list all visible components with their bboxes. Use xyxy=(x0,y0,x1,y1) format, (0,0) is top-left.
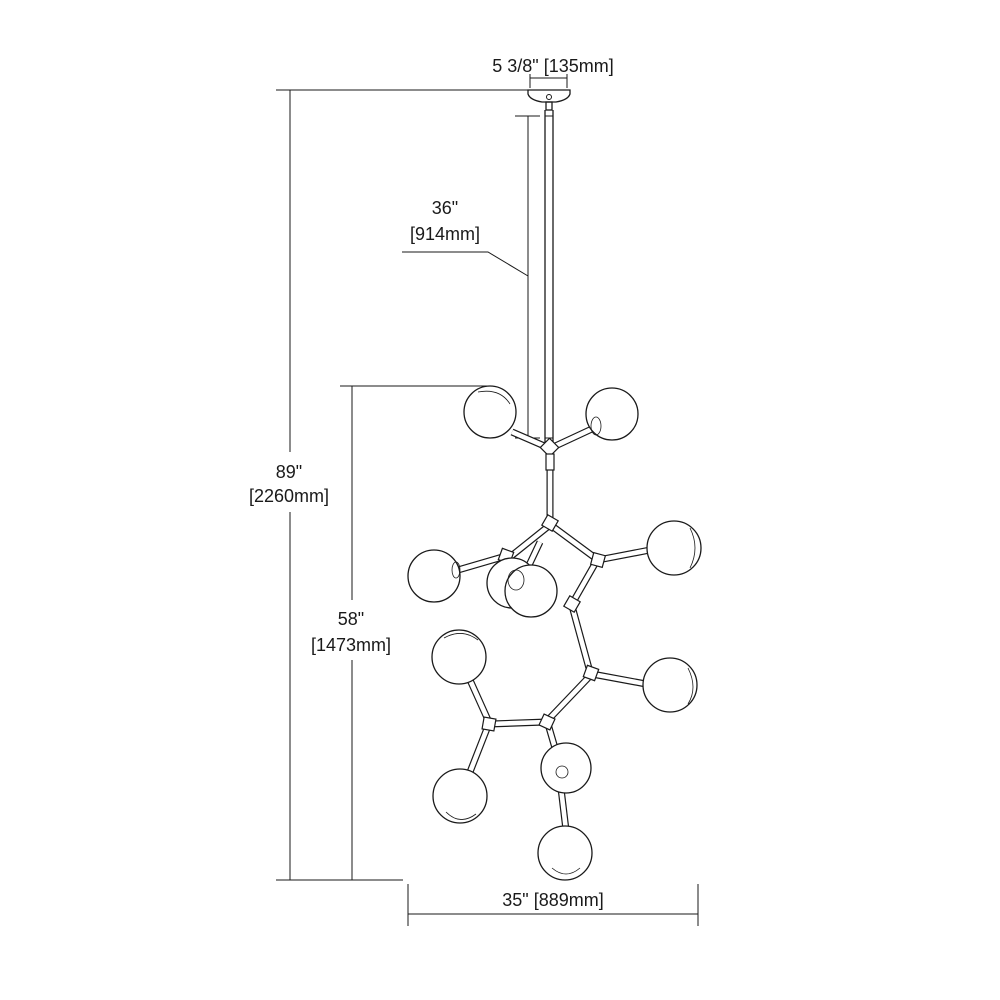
canopy-width-dimension: 5 3/8" [135mm] xyxy=(492,56,614,88)
stem-length-dimension: 36" [914mm] xyxy=(402,115,540,439)
globe-top-right xyxy=(585,387,639,441)
fixture-height-dimension: 58" [1473mm] xyxy=(311,385,492,880)
globe-bottom-center xyxy=(540,742,592,794)
globe-top-left xyxy=(463,385,517,439)
stem-length-label-mm: [914mm] xyxy=(410,224,480,244)
globe-mid-left xyxy=(407,549,461,603)
globe-center-front xyxy=(504,564,558,618)
overall-height-dimension: 89" [2260mm] xyxy=(249,89,530,881)
globe-bottom xyxy=(537,825,593,881)
fixture-width-label: 35" [889mm] xyxy=(502,890,603,910)
canopy xyxy=(527,89,571,111)
overall-height-label-in: 89" xyxy=(276,462,302,482)
fixture-hubs xyxy=(481,437,607,732)
glass-globes xyxy=(407,385,702,881)
stem-length-label-in: 36" xyxy=(432,198,458,218)
globe-bottom-left xyxy=(432,768,488,824)
overall-height-label-mm: [2260mm] xyxy=(249,486,329,506)
fixture-width-dimension: 35" [889mm] xyxy=(407,884,699,926)
fixture-height-label-in: 58" xyxy=(338,609,364,629)
globe-mid-right xyxy=(646,520,702,576)
canopy-width-label: 5 3/8" [135mm] xyxy=(492,56,613,76)
fixture-height-label-mm: [1473mm] xyxy=(311,635,391,655)
globe-lower-left xyxy=(431,629,487,685)
globe-lower-right xyxy=(642,657,698,713)
downrod-stem xyxy=(544,110,554,445)
